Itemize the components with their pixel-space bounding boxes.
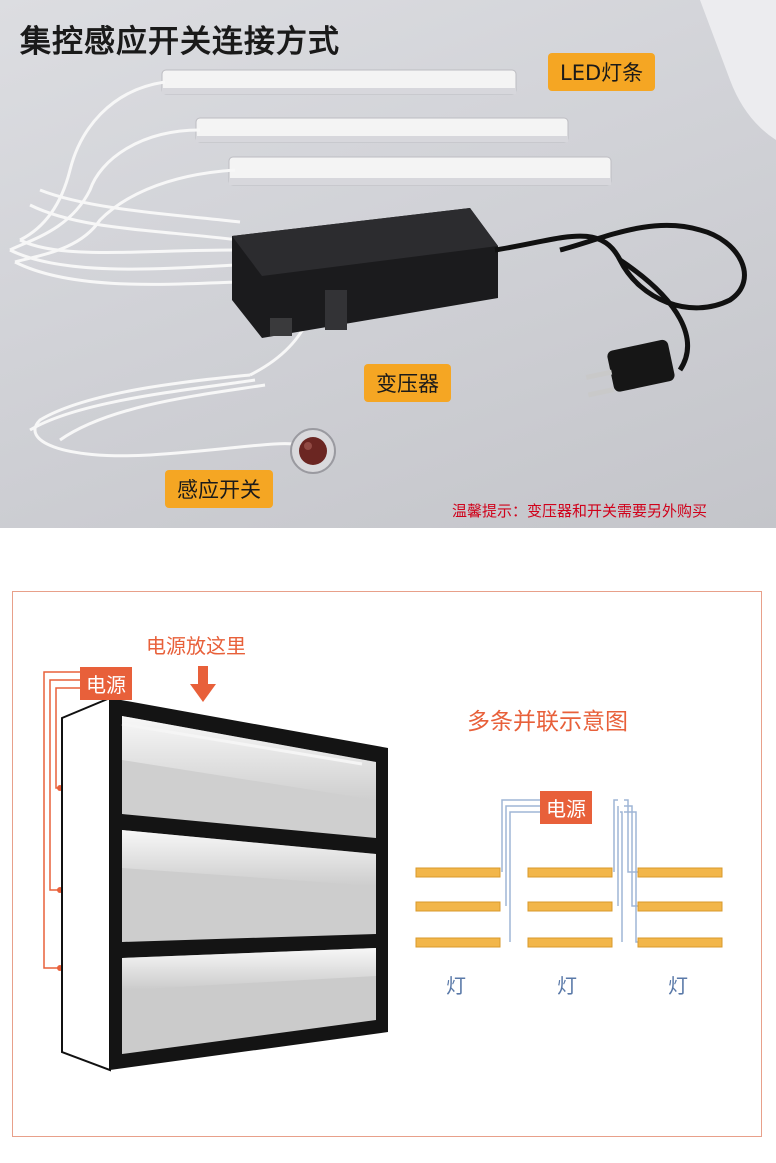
photo-illustration [9, 0, 776, 474]
power-arrow [190, 666, 216, 702]
parallel-diagram-title: 多条并联示意图 [467, 709, 628, 735]
parallel-power-badge: 电源 [540, 791, 592, 824]
power-here-label: 电源放这里 [146, 634, 246, 658]
label-sensor-switch: 感应开关 [165, 470, 273, 508]
lamp-label-1: 灯 [446, 974, 466, 998]
transformer-box [232, 208, 498, 338]
product-photo: 集控感应开关连接方式 LED灯条 变压器 感应开关 温馨提示：变压器和开关需要另… [0, 0, 776, 528]
parallel-wires [498, 799, 638, 943]
white-wires [9, 80, 312, 458]
photo-title: 集控感应开关连接方式 [20, 24, 340, 60]
cabinet-power-badge: 电源 [80, 667, 132, 700]
parallel-wiring-illustration [415, 799, 723, 948]
lamp-label-2: 灯 [557, 974, 577, 998]
cabinet-illustration [43, 666, 388, 1072]
lamp-label-3: 灯 [668, 974, 688, 998]
cabinet-led-strip [121, 722, 363, 766]
lamp-bars [415, 867, 723, 948]
wiring-diagram-panel [12, 591, 762, 1137]
black-cable [494, 222, 747, 372]
sensor-switch [290, 428, 336, 474]
purchase-tip: 温馨提示：变压器和开关需要另外购买 [452, 502, 708, 520]
cloth-shape [700, 0, 776, 140]
power-plug [585, 339, 675, 398]
label-transformer: 变压器 [364, 364, 451, 402]
led-strips [161, 69, 612, 186]
label-led-strip: LED灯条 [548, 53, 656, 91]
cabinet-left-side [61, 696, 111, 1072]
